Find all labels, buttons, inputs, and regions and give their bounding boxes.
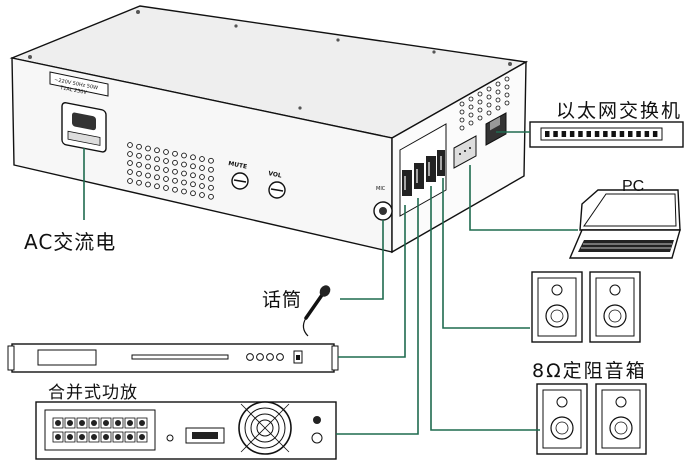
integrated-amplifier (35, 401, 337, 460)
volume-knob[interactable]: VOL (268, 170, 286, 199)
power-inlet (61, 102, 107, 153)
speaker-group (531, 271, 647, 455)
audio-terminal-device: ~220V 50Hz 50W T1AL 250V MUTE VOL MI (9, 5, 529, 254)
svg-text:T1AL 250V: T1AL 250V (59, 85, 88, 96)
amplifier-label: 合并式功放 (48, 383, 138, 403)
ethernet-port (485, 112, 507, 146)
speakers-label: 8Ω定阻音箱 (532, 360, 647, 382)
switch-port-row (545, 131, 658, 137)
speaker-wire-1 (442, 178, 530, 329)
microphone-label: 话筒 (262, 289, 303, 311)
media-player (7, 343, 339, 373)
connection-wires (83, 131, 578, 435)
mic-wire (340, 220, 384, 300)
speaker-cabinet (589, 271, 641, 343)
pc-wire (469, 165, 578, 231)
svg-text:VOL: VOL (268, 170, 283, 179)
front-vent-holes (127, 142, 214, 200)
amp-wire (336, 198, 419, 435)
speaker-cabinet (536, 383, 588, 455)
ethernet-switch (529, 121, 684, 148)
speaker-cabinet (531, 271, 583, 343)
mute-knob[interactable]: MUTE (228, 160, 249, 190)
speaker-terminal-block (399, 123, 447, 217)
serial-port (453, 135, 477, 169)
pc-label: PC (622, 178, 645, 195)
svg-text:MIC: MIC (376, 186, 386, 192)
amplifier-input-jacks (52, 417, 148, 443)
laptop-pc (568, 189, 681, 259)
microphone (302, 285, 331, 337)
ac-power-label: AC交流电 (24, 230, 117, 254)
svg-text:MUTE: MUTE (228, 160, 248, 171)
player-wire (338, 205, 406, 358)
speaker-wire-2 (430, 186, 540, 431)
rear-vent-holes (459, 76, 510, 131)
speaker-cabinet (595, 383, 647, 455)
power-rating-plate: ~220V 50Hz 50W T1AL 250V (49, 71, 109, 97)
ethernet-switch-label: 以太网交换机 (556, 100, 683, 122)
